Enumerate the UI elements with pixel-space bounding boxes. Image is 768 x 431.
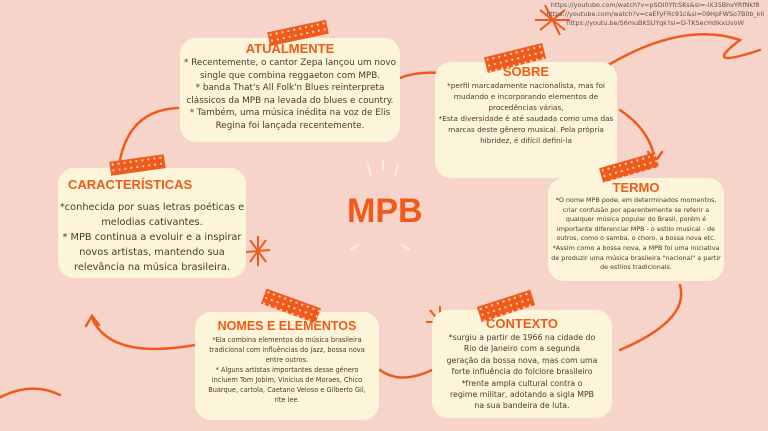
scribble: [598, 33, 762, 72]
links-list: https://youtube.com/watch?v=pSOl0YfcSKs&…: [546, 1, 764, 28]
card-heading: CONTEXTO: [486, 316, 558, 331]
card-sobre: SOBRE *perfil marcadamente nacionalista,…: [435, 62, 617, 178]
arrow-caract-atualmente: [118, 106, 180, 162]
card-heading: SOBRE: [502, 64, 550, 79]
arrow-nomes-caract: [84, 313, 197, 351]
card-nomes-e-elementos: NOMES E ELEMENTOS *Ela combina elementos…: [195, 312, 379, 420]
card-atualmente: ATUALMENTE * Recentemente, o cantor Zepa…: [180, 38, 400, 142]
card-heading: ATUALMENTE: [245, 41, 335, 56]
arrow-sobre-termo: [618, 108, 664, 165]
card-termo: TERMO *O nome MPB pode, em determinados …: [548, 178, 724, 281]
card-text: *Ela combina elementos da música brasile…: [208, 336, 366, 404]
page-title: MPB: [347, 192, 423, 230]
arrow-contexto-nomes: [378, 368, 434, 379]
card-heading: CARACTERÍSTICAS: [68, 177, 193, 192]
arrow-termo-contexto: [618, 283, 683, 352]
youtube-link[interactable]: https://youtu.be/S6muBKSUYqk?si=D-TKSecH…: [566, 19, 744, 27]
card-text: *conhecida por suas letras poéticas e me…: [59, 202, 245, 273]
youtube-link[interactable]: https://youtube.com/watch?v=caEFyFRc91c&…: [546, 10, 764, 18]
card-text: *surgiu a partir de 1966 na cidade do Ri…: [446, 333, 598, 411]
card-text: *perfil marcadamente nacionalista, mas f…: [438, 81, 614, 145]
card-text: * Recentemente, o cantor Zepa lançou um …: [184, 58, 396, 131]
card-text: *O nome MPB pode, em determinados moment…: [551, 196, 721, 272]
card-heading: NOMES E ELEMENTOS: [217, 319, 357, 333]
card-caracteristicas: CARACTERÍSTICAS *conhecida por suas letr…: [58, 168, 246, 278]
scribble-bottom: [0, 387, 62, 399]
card-heading: TERMO: [612, 180, 660, 195]
card-contexto: CONTEXTO *surgiu a partir de 1966 na cid…: [432, 310, 612, 418]
youtube-link[interactable]: https://youtube.com/watch?v=pSOl0YfcSKs&…: [550, 1, 760, 9]
rays: [349, 159, 411, 251]
